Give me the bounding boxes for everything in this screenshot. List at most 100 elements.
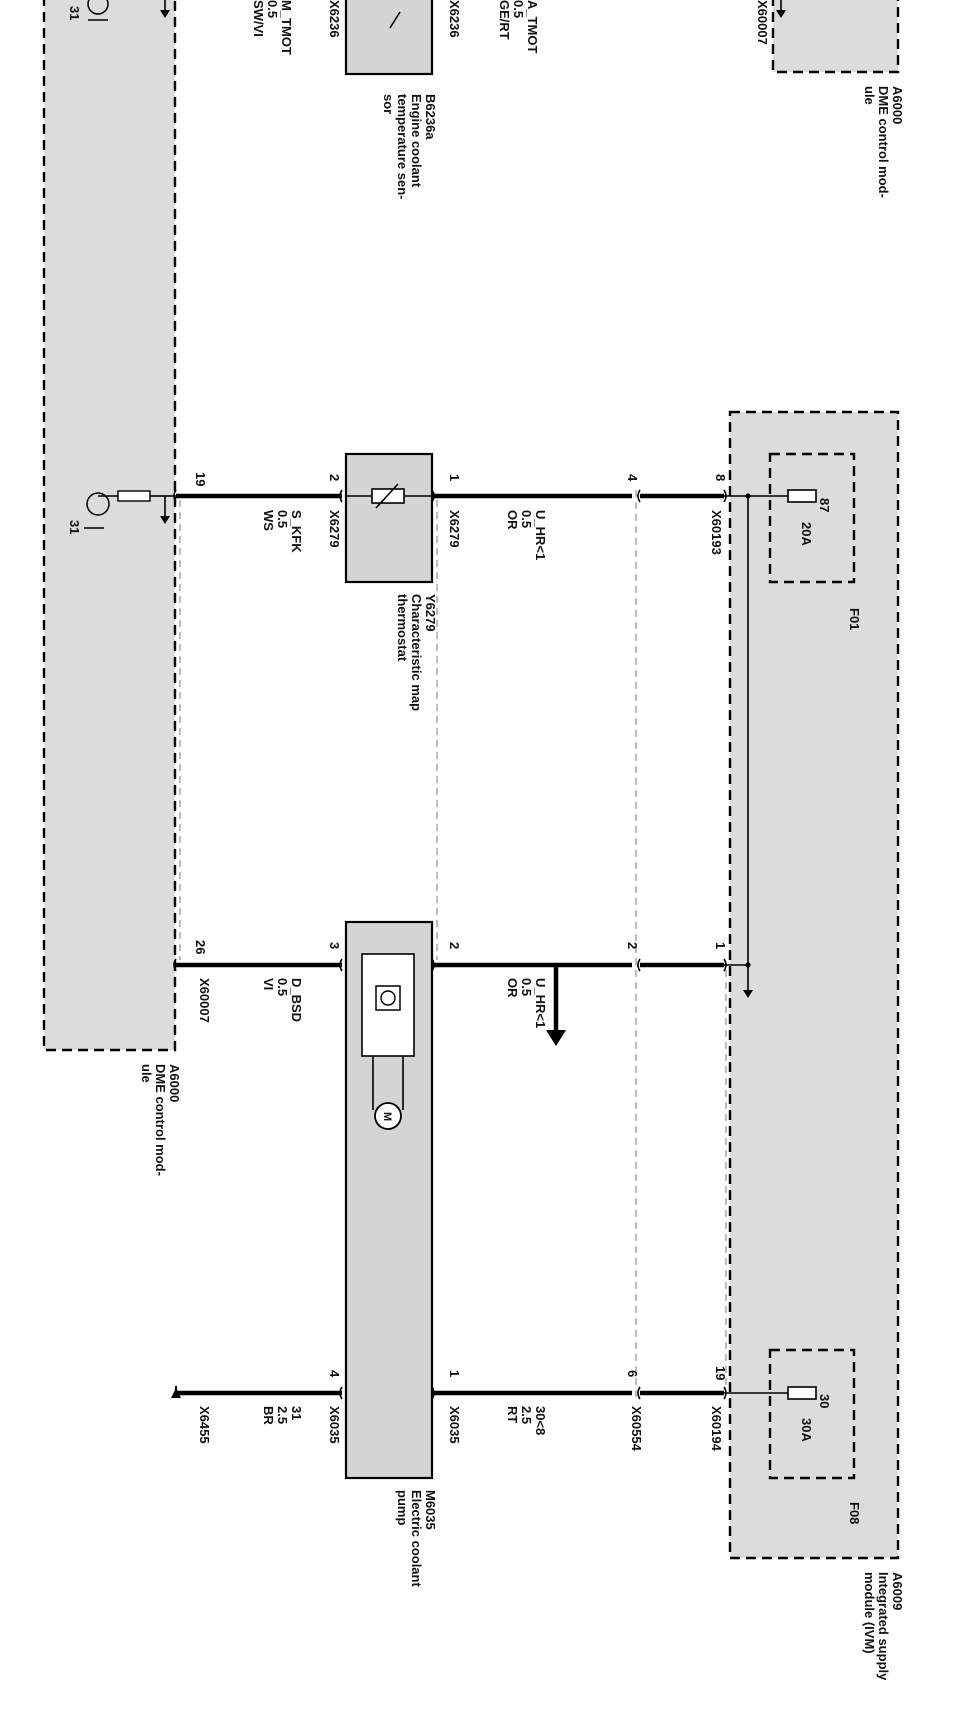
dme-bottom-name-1: DME control mod-: [153, 1064, 168, 1176]
wire-row-pump: [176, 962, 724, 1046]
thermostat-name-1: Characteristic map: [409, 594, 424, 711]
terminal-splice-4: [637, 489, 641, 503]
pump-name-1: Electric coolant: [409, 1490, 424, 1587]
transistor-top-icon: [87, 0, 109, 15]
ivm-module-box: [728, 410, 900, 1560]
pin-splice-4: 4: [625, 474, 640, 482]
sensor-connector-left: X6236: [327, 0, 342, 38]
thermostat-id: Y6279: [423, 594, 438, 632]
terminal-pump-2: [431, 958, 435, 972]
wire-d-bsd-signal: D_BSD: [289, 978, 304, 1022]
wire-gnd-color: BR: [261, 1406, 276, 1425]
wire-gnd-size: 2.5: [275, 1406, 290, 1424]
wire-m-tmot-signal: M_TMOT: [279, 0, 294, 55]
wire-m-tmot-color: SW/VI: [251, 0, 266, 37]
pump-chip-circle: [380, 990, 396, 1006]
pump-connector-left: X6035: [327, 1406, 342, 1444]
dme-top-name-1: DME control mod-: [876, 86, 891, 198]
fuse-f08-box: [768, 1348, 856, 1480]
ivm-junction-bottom: [745, 962, 751, 968]
branch-arrow: [546, 1030, 566, 1046]
pump-name-2: pump: [395, 1490, 410, 1525]
connector-x60194: X60194: [709, 1406, 724, 1452]
dme-transistor-top: [87, 0, 170, 21]
fuse-f08-pin: 30: [817, 1394, 832, 1408]
fuse-f01: 87 20A F01: [768, 452, 862, 630]
pin-pump-1: 1: [447, 1370, 462, 1377]
pin-thermostat-2: 2: [327, 474, 342, 481]
dme-bottom-name-2: ule: [139, 1064, 154, 1083]
terminal-dme-19: [173, 489, 177, 503]
pump-id: M6035: [423, 1490, 438, 1530]
ivm-name-1: Integrated supply: [876, 1572, 891, 1681]
wire-m-tmot-size: 0.5: [265, 0, 280, 18]
wire-row-supply: [171, 1386, 724, 1398]
fuse-f01-box: [768, 452, 856, 584]
terminal-dme-26: [173, 958, 177, 972]
sensor-name-2: temperature sen-: [395, 94, 410, 199]
wire-d-bsd-color: VI: [261, 978, 276, 990]
fuse-f08-label: F08: [847, 1502, 862, 1524]
wire-a-tmot-signal: A_TMOT: [525, 0, 540, 54]
pin-splice-2: 2: [625, 942, 640, 949]
sensor-symbol: [389, 11, 401, 29]
pin-pump-2: 2: [447, 942, 462, 949]
fuse-f01-element: [787, 489, 817, 503]
fuse-f08-rating: 30A: [799, 1418, 814, 1442]
dme-control-module: [42, 0, 177, 1052]
wire-u-hr-top-signal: U_HR<1: [533, 510, 548, 560]
pump-motor-icon: [374, 1102, 402, 1130]
terminal-splice-6: [637, 1386, 641, 1400]
ground-label-mid: 31: [67, 520, 82, 534]
fuse-f08-element: [787, 1386, 817, 1400]
sensor-box: [344, 0, 434, 76]
fuse-f01-rating: 20A: [799, 522, 814, 546]
terminal-pump-3: [339, 958, 343, 972]
wire-s-kfk-signal: S_KFK: [289, 510, 304, 553]
ivm-id: A6009: [890, 1572, 905, 1610]
sensor-id: B6236a: [423, 94, 438, 140]
ivm-arrow: [743, 990, 753, 998]
wire-k30-signal: 30<8: [533, 1406, 548, 1435]
pump-connector-right: X6035: [447, 1406, 462, 1444]
dme-module-stub: [771, 0, 900, 74]
transistor-mid-icon: [86, 492, 110, 516]
dme-resistor-icon: [117, 490, 151, 502]
wire-s-kfk-color: WS: [261, 510, 276, 531]
pin-ivm-1: 1: [713, 942, 728, 949]
wire-u-hr-pump-size: 0.5: [519, 978, 534, 996]
pin-dme-26: 26: [193, 940, 208, 954]
pump-chip-icon: [375, 985, 401, 1011]
thermostat-variable-arrow: [375, 483, 399, 509]
connector-x6455: X6455: [197, 1406, 212, 1444]
wire-u-hr-pump-signal: U_HR<1: [533, 978, 548, 1028]
pin-thermostat-1: 1: [447, 474, 462, 481]
transistor-top-arrow: [160, 10, 170, 18]
ivm-junction-top: [745, 493, 751, 499]
ivm-internal-wiring: [724, 493, 790, 1394]
terminal-pump-4: [339, 1386, 343, 1400]
connector-x60193: X60193: [709, 510, 724, 555]
fuse-f08: 30 30A F08: [768, 1348, 862, 1524]
sensor-connector-right: X6236: [447, 0, 462, 38]
sensor-name-1: Engine coolant: [409, 94, 424, 188]
fuse-f01-pin: 87: [817, 498, 832, 512]
fuse-f01-label: F01: [847, 608, 862, 630]
wire-k30-color: RT: [505, 1406, 520, 1423]
dme-bottom-connector: X60007: [197, 978, 212, 1023]
ivm-module: [728, 410, 900, 1560]
pin-splice-6: 6: [625, 1370, 640, 1377]
thermostat-connector-left: X6279: [327, 510, 342, 548]
wire-u-hr-pump-color: OR: [505, 978, 520, 998]
dme-transistor-mid: [84, 490, 176, 529]
terminal-therm-2: [339, 489, 343, 503]
pin-pump-3: 3: [327, 942, 342, 949]
terminal-ivm-1: [723, 958, 727, 972]
wire-a-tmot-size: 0.5: [511, 0, 526, 18]
dme-stub-connector: X60007: [755, 0, 770, 45]
dme-module-box: [42, 0, 177, 1052]
pin-dme-19: 19: [193, 472, 208, 486]
terminal-marks: [173, 489, 727, 1400]
wire-u-hr-top-color: OR: [505, 510, 520, 530]
